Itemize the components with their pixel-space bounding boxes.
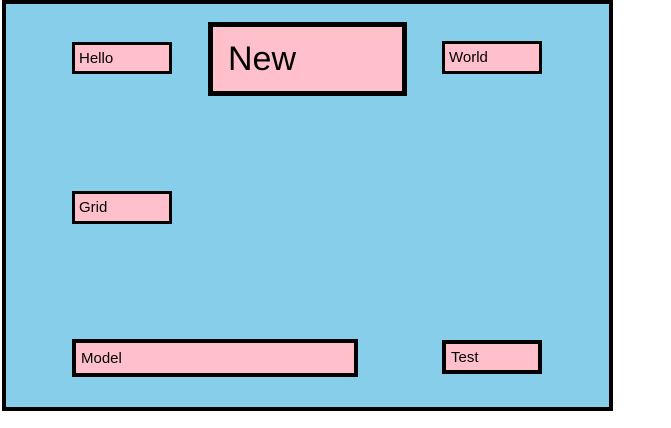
box-hello[interactable]: Hello	[72, 42, 172, 74]
box-new-label: New	[228, 39, 297, 78]
box-model[interactable]: Model	[72, 339, 358, 377]
box-world-label: World	[449, 49, 488, 66]
box-world[interactable]: World	[442, 41, 542, 74]
box-test-label: Test	[451, 348, 479, 366]
box-model-label: Model	[81, 349, 122, 367]
box-grid[interactable]: Grid	[72, 191, 172, 224]
box-hello-label: Hello	[79, 49, 114, 67]
box-new[interactable]: New	[208, 22, 407, 96]
box-grid-label: Grid	[79, 199, 108, 216]
drawing-canvas[interactable]: Hello New World Grid Model Test	[2, 0, 613, 411]
box-test[interactable]: Test	[442, 340, 542, 374]
